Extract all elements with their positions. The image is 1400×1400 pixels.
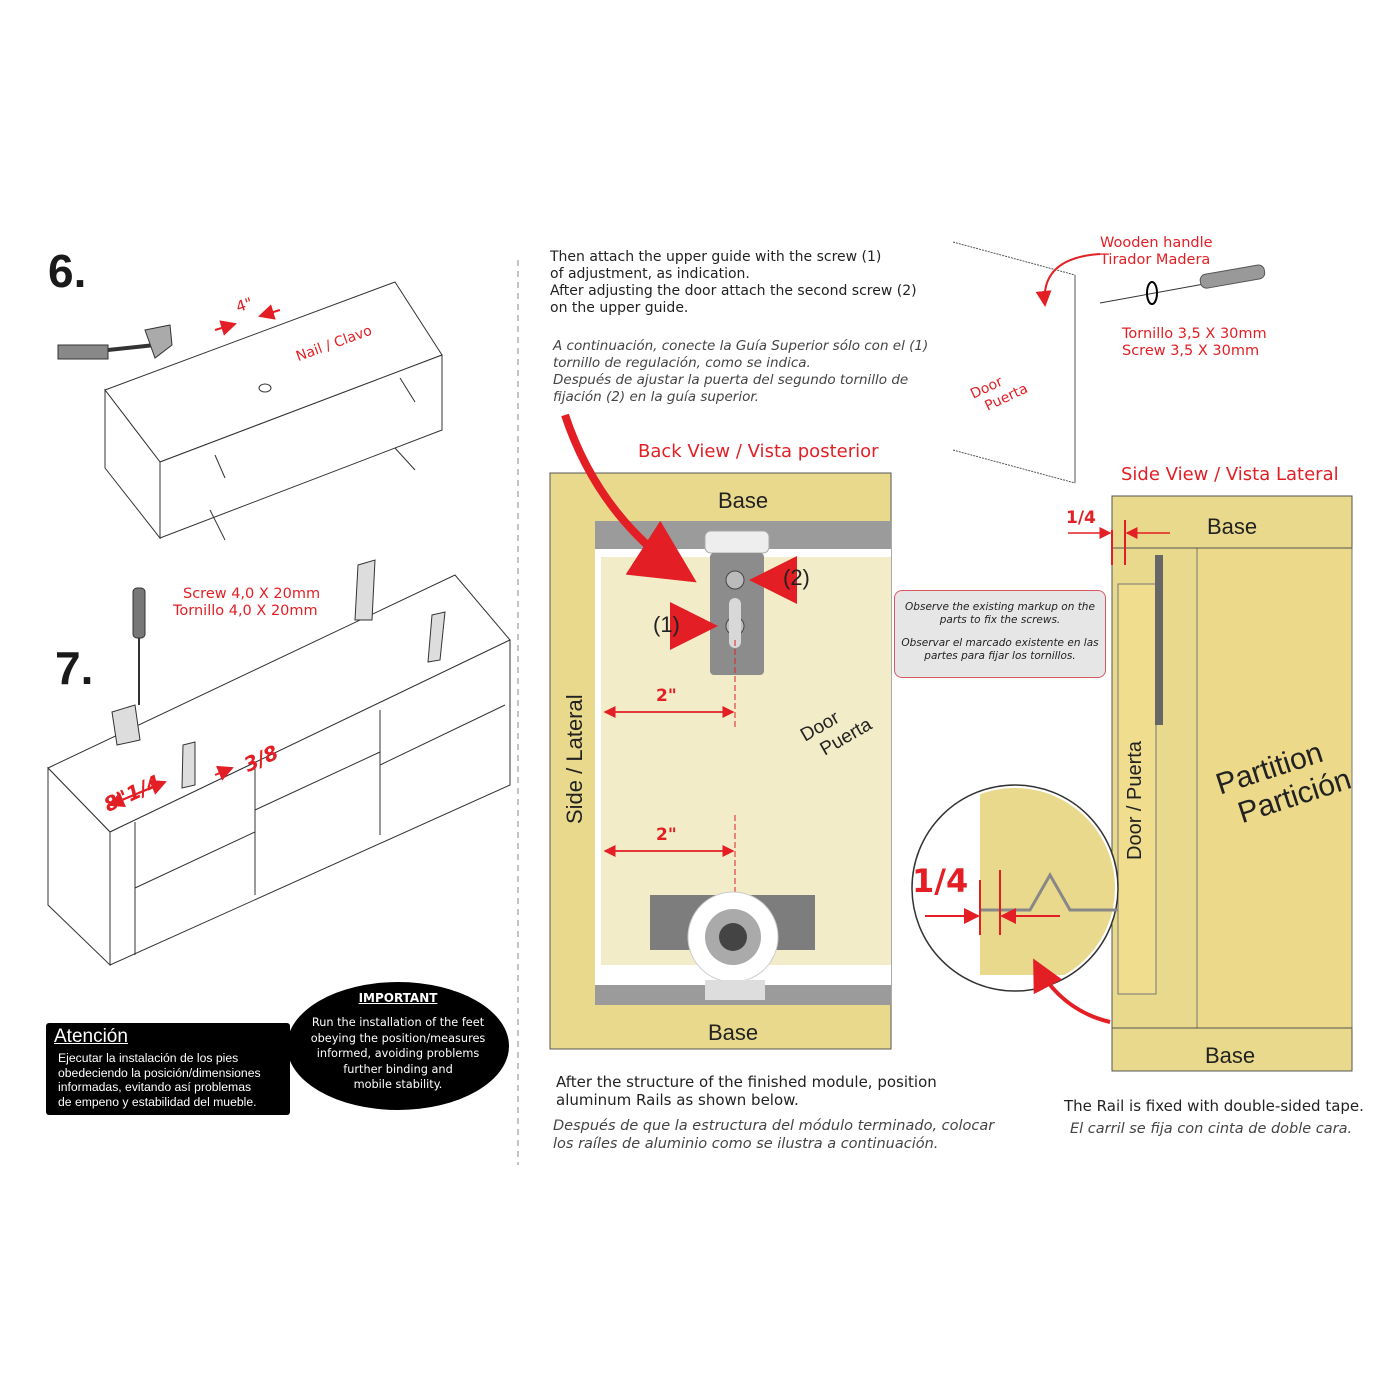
important-line: obeying the position/measures <box>310 1031 486 1045</box>
instruction-line: fijación (2) en la guía superior. <box>553 389 759 405</box>
important-line: informed, avoiding problems <box>316 1047 480 1060</box>
handle-screw-es: Tornillo 3,5 X 30mm <box>1122 326 1267 342</box>
instruction-line: A continuación, conecte la Guía Superior… <box>553 338 929 354</box>
instruction-line: on the upper guide. <box>550 300 689 316</box>
instruction-line: After adjusting the door attach the seco… <box>550 283 917 299</box>
back-view-drawing <box>549 413 892 1050</box>
step6-cabinet-drawing <box>57 281 443 541</box>
attention-line: obedeciendo la posición/dimensiones <box>58 1065 261 1080</box>
caption-line: los raíles de aluminio como se ilustra a… <box>553 1136 939 1152</box>
handle-name-es: Tirador Madera <box>1100 252 1211 268</box>
caption-line: aluminum Rails as shown below. <box>556 1091 799 1109</box>
instruction-line: of adjustment, as indication. <box>550 266 750 282</box>
side-lateral-label: Side / Lateral <box>562 694 587 824</box>
note-line: Observar el marcado existente en las <box>901 637 1099 649</box>
note-line: parts to fix the screws. <box>939 614 1061 626</box>
back-base-top: Base <box>718 488 769 513</box>
attention-line: Ejecutar la instalación de los pies <box>58 1051 239 1065</box>
back-view-title: Back View / Vista posterior <box>638 441 879 462</box>
important-line: Run the installation of the feet <box>311 1016 485 1029</box>
important-line: mobile stability. <box>353 1078 443 1091</box>
note-line: partes para fijar los tornillos. <box>924 650 1076 662</box>
dimension-top: 2" <box>656 686 677 706</box>
screw-2 <box>725 570 745 590</box>
instruction-line: tornillo de regulación, como se indica. <box>553 355 811 371</box>
side-view-title: Side View / Vista Lateral <box>1121 464 1339 485</box>
tape-caption-en: The Rail is fixed with double-sided tape… <box>1064 1097 1364 1115</box>
important-title: IMPORTANT <box>358 991 438 1005</box>
side-gap-dimension: 1/4 <box>1066 508 1096 528</box>
handle-name-en: Wooden handle <box>1100 235 1213 251</box>
side-base-top: Base <box>1207 514 1258 539</box>
screw-size-en: Screw 4,0 X 20mm <box>183 586 321 602</box>
rails-caption-en: After the structure of the finished modu… <box>556 1073 937 1109</box>
important-line: further binding and <box>343 1062 453 1076</box>
hammer-icon <box>57 324 173 360</box>
screw-1-label: (1) <box>653 612 680 637</box>
important-bubble: IMPORTANT Run the installation of the fe… <box>287 982 509 1110</box>
detail-gap-dimension: 1/4 <box>912 862 969 900</box>
rails-caption-es: Después de que la estructura del módulo … <box>553 1117 994 1153</box>
attention-line: informadas, evitando así problemas <box>58 1080 252 1095</box>
instruction-line: Después de ajustar la puerta del segundo… <box>553 372 909 388</box>
instructions-es: A continuación, conecte la Guía Superior… <box>553 338 928 406</box>
caption-line: Después de que la estructura del módulo … <box>553 1118 995 1134</box>
handle-screw-label: Tornillo 3,5 X 30mm Screw 3,5 X 30mm <box>1122 326 1267 360</box>
tape-caption-es: El carril se fija con cinta de doble car… <box>1070 1121 1353 1137</box>
handle-door-drawing <box>952 241 1266 484</box>
screwdriver-icon <box>132 587 146 705</box>
side-door-label: Door / Puerta <box>1124 741 1146 860</box>
attention-line: de empeno y estabilidad del mueble. <box>58 1094 257 1109</box>
back-base-bottom: Base <box>708 1020 759 1045</box>
side-view-drawing <box>911 495 1353 1072</box>
step7-cabinet-drawing <box>47 559 511 967</box>
attention-title: Atención <box>54 1026 128 1047</box>
side-base-bottom: Base <box>1205 1043 1256 1068</box>
step-6-number: 6. <box>48 245 87 297</box>
handle-screw-en: Screw 3,5 X 30mm <box>1122 343 1260 359</box>
dimension-bottom: 2" <box>656 825 677 845</box>
caption-line: After the structure of the finished modu… <box>556 1073 937 1091</box>
instructions-en: Then attach the upper guide with the scr… <box>550 249 917 317</box>
attention-box: Atención Ejecutar la instalación de los … <box>46 1023 290 1115</box>
instruction-line: Then attach the upper guide with the scr… <box>550 249 882 265</box>
step-7-number: 7. <box>55 642 94 694</box>
screw-2-label: (2) <box>783 565 810 590</box>
screw-size-es: Tornillo 4,0 X 20mm <box>173 603 318 619</box>
note-line: Observe the existing markup on the <box>905 601 1095 613</box>
handle-label: Wooden handle Tirador Madera <box>1100 235 1213 269</box>
